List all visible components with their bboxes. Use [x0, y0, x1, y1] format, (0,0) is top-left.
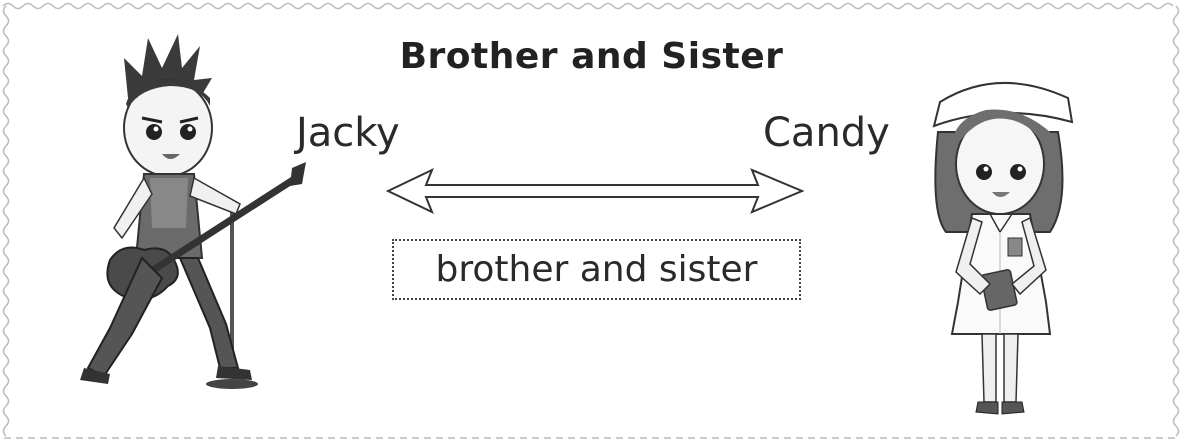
name-label-right: Candy — [763, 110, 890, 156]
rock-guitarist-boy-icon — [80, 34, 306, 389]
page-title: Brother and Sister — [399, 36, 784, 77]
name-label-left: Jacky — [296, 110, 400, 156]
double-headed-arrow-icon — [385, 167, 805, 215]
nurse-girl-icon — [932, 82, 1074, 415]
relationship-label: brother and sister — [392, 239, 801, 300]
